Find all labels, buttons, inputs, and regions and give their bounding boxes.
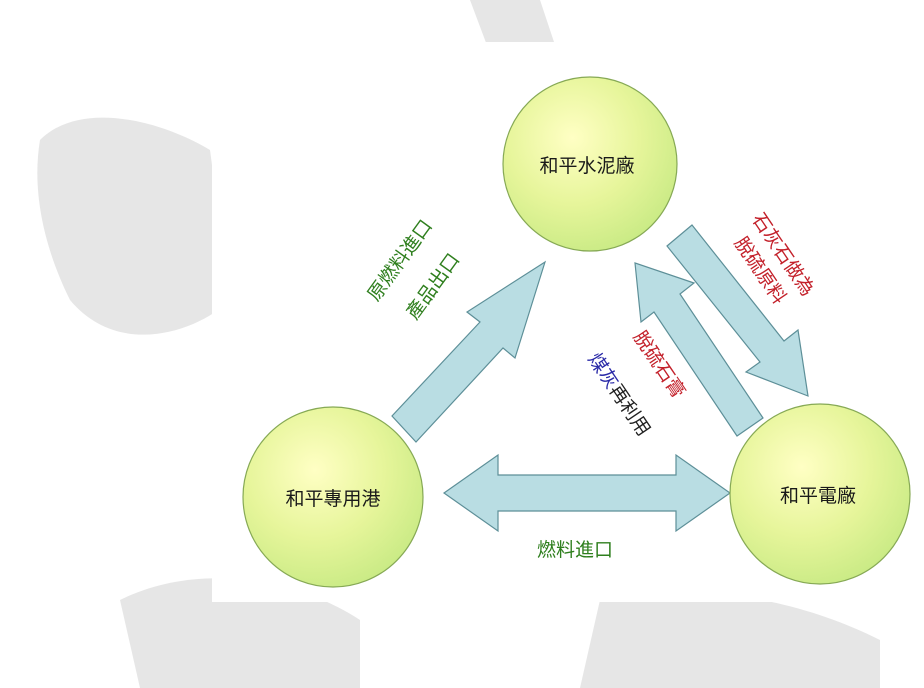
node-cement: 和平水泥廠 bbox=[502, 76, 678, 252]
port-cement-arrow bbox=[391, 260, 547, 443]
node-power: 和平電廠 bbox=[729, 403, 911, 585]
cement-to-power-arrow bbox=[666, 224, 809, 397]
node-power-label: 和平電廠 bbox=[780, 484, 856, 507]
node-port-label: 和平專用港 bbox=[285, 488, 380, 510]
port-power-label: 燃料進口 bbox=[537, 539, 613, 561]
power-to-cement-arrow bbox=[634, 262, 764, 437]
node-port: 和平專用港 bbox=[242, 406, 424, 588]
node-cement-label: 和平水泥廠 bbox=[539, 154, 634, 177]
